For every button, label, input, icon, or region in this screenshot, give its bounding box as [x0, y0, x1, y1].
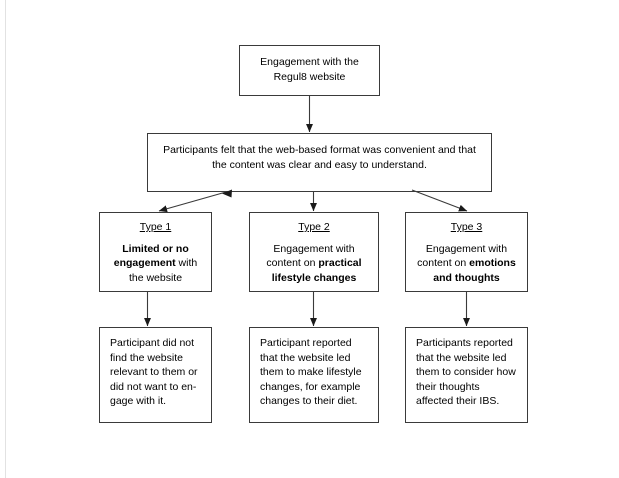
node-type-3: Type 3 Engagement with content on emotio… — [405, 212, 528, 292]
arrow-statement-to-type1 — [158, 191, 227, 213]
node-outcome-3: Participants reported that the website l… — [405, 327, 528, 423]
type-2-text-pre: Engagement with content on — [266, 242, 355, 270]
node-engagement-website: Engagement with the Regul8 website — [239, 45, 380, 96]
node-type-1-body: Limited or no engagement with the websit… — [109, 242, 202, 286]
node-outcome-2-label: Participant reported that the website le… — [260, 337, 362, 407]
node-type-3-body: Engagement with content on emotions and … — [415, 242, 518, 286]
type-1-text-post: with the website — [128, 257, 198, 284]
node-outcome-2: Participant reported that the website le… — [249, 327, 379, 423]
node-outcome-3-label: Participants reported that the website l… — [416, 337, 516, 407]
page-gutter-line — [5, 0, 6, 478]
node-type-1-heading: Type 1 — [139, 221, 172, 233]
node-type-1: Type 1 Limited or no engagement with the… — [99, 212, 212, 292]
node-participant-feedback: Participants felt that the web-based for… — [147, 133, 492, 192]
node-type-2-body: Engagement with content on practical lif… — [259, 242, 369, 286]
type-2-text-bold: practical lifestyle changes — [271, 257, 362, 284]
node-outcome-1: Participant did not find the website rel… — [99, 327, 212, 423]
type-3-text-pre: Engagement with content on — [417, 242, 508, 270]
node-type-2: Type 2 Engagement with content on practi… — [249, 212, 379, 292]
node-engagement-website-label: Engagement with the Regul8 website — [260, 56, 359, 83]
type-3-text-bold: emotions and thoughts — [433, 257, 516, 284]
node-outcome-1-label: Participant did not find the website rel… — [110, 337, 198, 407]
node-participant-feedback-label: Participants felt that the web-based for… — [163, 144, 476, 171]
type-1-text-bold: Limited or no engagement — [113, 242, 189, 270]
node-type-2-heading: Type 2 — [298, 221, 330, 233]
node-type-3-heading: Type 3 — [450, 221, 483, 233]
arrow-statement-to-type3 — [411, 189, 468, 212]
